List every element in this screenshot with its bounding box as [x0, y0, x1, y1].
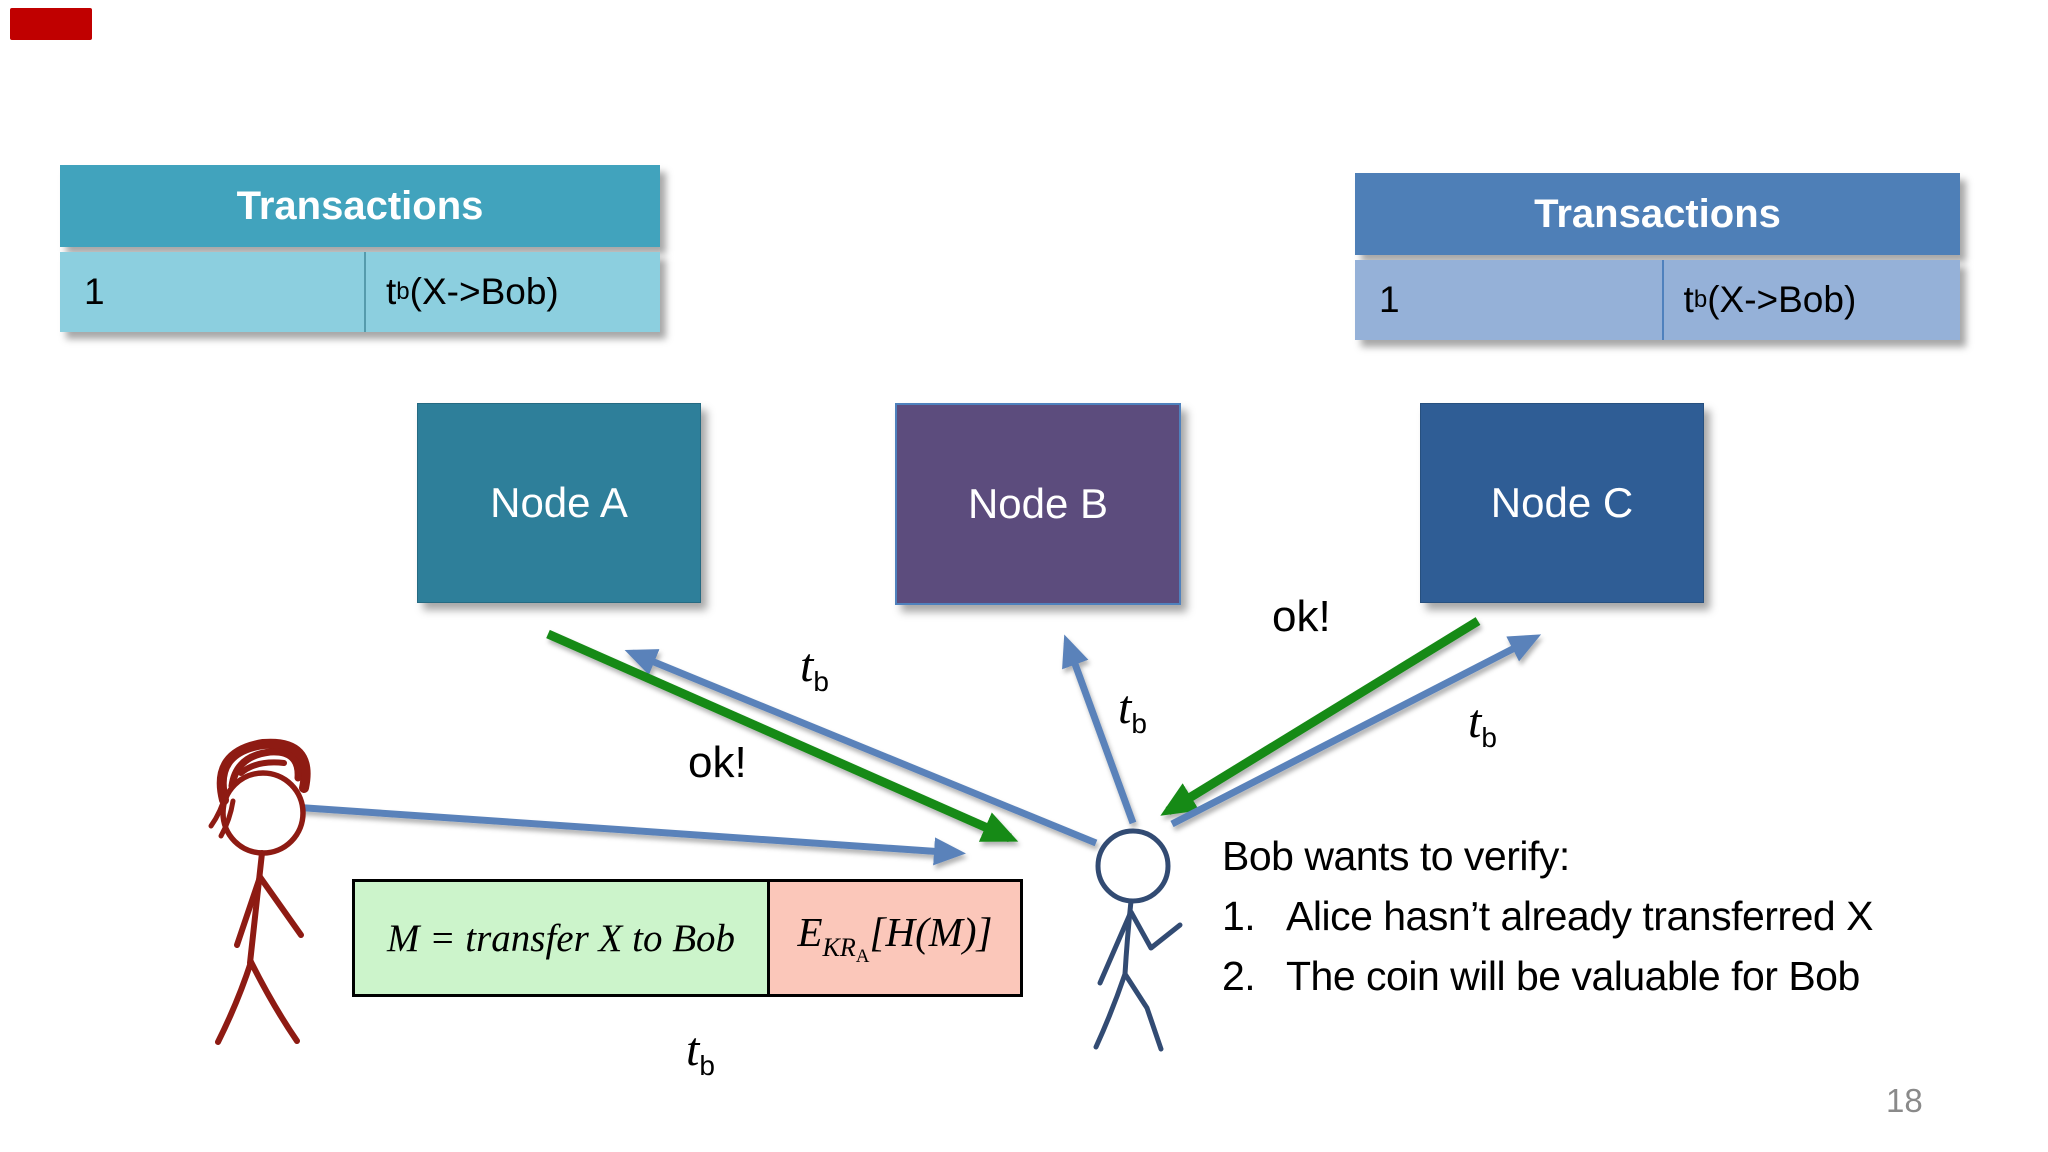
tb-sub: b [1131, 708, 1147, 739]
verify-item-number: 2. [1222, 953, 1256, 999]
arrow-alice-to-bob [291, 803, 966, 866]
verify-block: Bob wants to verify: 1. Alice hasn’t alr… [1222, 826, 1873, 1006]
arrow-node-a-ok-to-bob [546, 629, 1019, 843]
signature-formula: EKRA[H(M)] [798, 908, 993, 967]
tb-label-node-b: tb [1118, 680, 1147, 740]
tb-label-node-a: tb [800, 638, 829, 698]
arrow-node-c-ok-to-bob [1160, 617, 1481, 816]
tx-value-rest: (X->Bob) [409, 271, 559, 312]
verify-item: 1. Alice hasn’t already transferred X [1222, 886, 1873, 946]
verify-title: Bob wants to verify: [1222, 833, 1570, 879]
tb-sub: b [396, 278, 410, 305]
alice-arm [234, 874, 263, 948]
tx-value-rest: (X->Bob) [1707, 279, 1857, 320]
alice-leg [215, 959, 254, 1045]
sig-close: )] [962, 909, 993, 956]
ok-label-right: ok! [1272, 592, 1331, 641]
alice-head [220, 770, 306, 856]
alice-hair [216, 738, 311, 805]
alice-hair [208, 790, 229, 829]
bob-arm [1097, 911, 1133, 986]
alice-leg [248, 959, 300, 1044]
bob-arm [1128, 909, 1183, 951]
tb-sub: b [699, 1050, 715, 1081]
sig-open: [H( [869, 909, 929, 956]
node-c-box: Node C [1420, 403, 1704, 603]
table-title: Transactions [1355, 173, 1960, 255]
tx-id-cell: 1 [1355, 260, 1664, 340]
message-plaintext-box: M = transfer X to Bob [352, 879, 770, 997]
bob-leg [1093, 971, 1128, 1050]
bob-head [1095, 828, 1171, 904]
bob-figure [1093, 828, 1183, 1052]
alice-arm [257, 874, 304, 938]
tb-label-node-c: tb [1468, 694, 1497, 754]
sig-KR: KR [822, 932, 856, 962]
alice-torso [247, 850, 265, 966]
verify-item-text: Alice hasn’t already transferred X [1286, 893, 1873, 939]
tb-sub: b [1481, 722, 1497, 753]
node-b-label: Node B [967, 480, 1109, 527]
table-title: Transactions [60, 165, 660, 247]
alice-hair [238, 759, 287, 776]
sig-M: M [928, 909, 963, 956]
alice-figure [208, 738, 311, 1045]
sig-E: E [797, 909, 823, 956]
message-signature-box: EKRA[H(M)] [767, 879, 1023, 997]
sig-A: A [855, 945, 870, 967]
alice-hair [218, 798, 236, 839]
node-c-label: Node C [1490, 479, 1634, 526]
tb-label-message: tb [686, 1022, 715, 1082]
tb-sub: b [1693, 286, 1708, 313]
bob-leg [1122, 971, 1164, 1052]
tb-main: t [1118, 681, 1132, 734]
tx-id-cell: 1 [60, 252, 366, 332]
tb-main: t [1683, 279, 1694, 320]
tb-main: t [800, 639, 814, 692]
ok-label-left: ok! [688, 738, 747, 787]
message-plaintext: M = transfer X to Bob [386, 916, 736, 960]
alice-hair [228, 748, 302, 790]
tb-sub: b [813, 666, 829, 697]
page-number: 18 [1886, 1082, 1923, 1119]
node-a-box: Node A [417, 403, 701, 603]
tb-main: t [686, 1023, 700, 1076]
bob-torso [1122, 898, 1134, 977]
verify-item-number: 1. [1222, 893, 1256, 939]
red-corner-marker [10, 8, 92, 40]
verify-item: 2. The coin will be valuable for Bob [1222, 946, 1873, 1006]
verify-item-text: The coin will be valuable for Bob [1286, 953, 1860, 999]
arrows [291, 617, 1542, 866]
tb-main: t [386, 271, 397, 312]
tb-main: t [1468, 695, 1482, 748]
node-b-box: Node B [895, 403, 1181, 605]
node-a-label: Node A [490, 479, 628, 526]
